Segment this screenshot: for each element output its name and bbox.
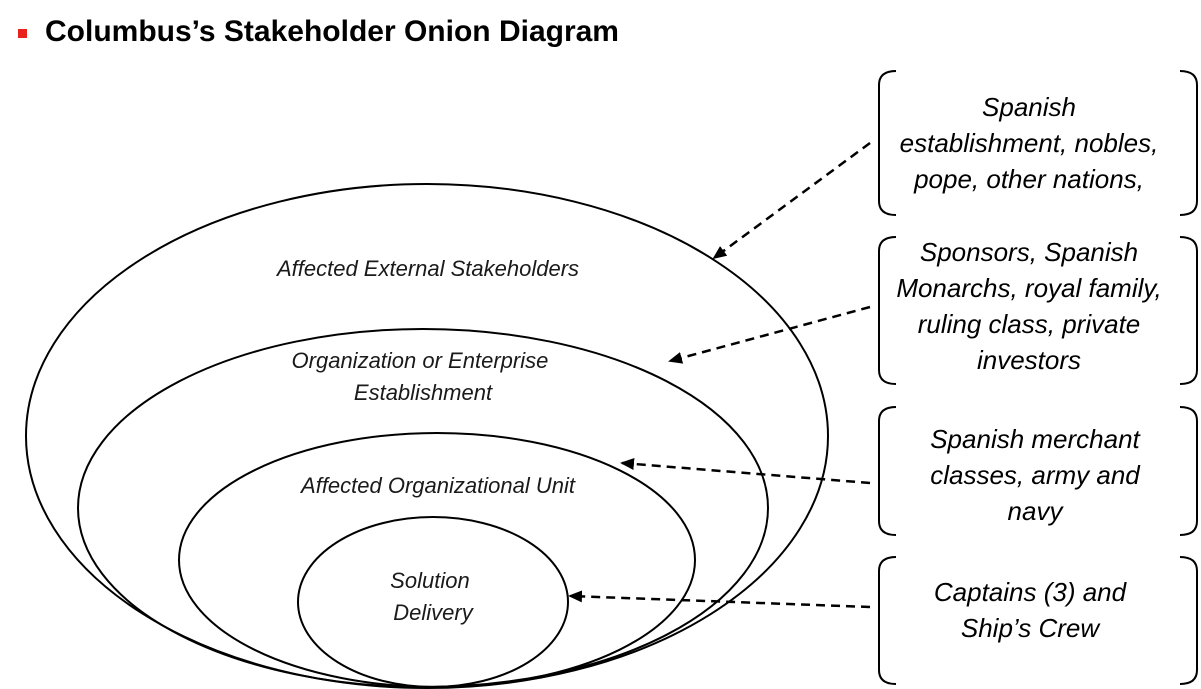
ring-label-line: Affected Organizational Unit	[299, 473, 576, 498]
arrow-box3-to-unit	[620, 457, 871, 485]
ring-solution-delivery	[297, 516, 569, 688]
title-row: Columbus’s Stakeholder Onion Diagram	[18, 12, 619, 52]
ring-label-external: Affected External Stakeholders	[275, 256, 579, 281]
arrow-box4-to-solution	[568, 590, 871, 609]
arrow-box2-to-organization	[668, 305, 871, 364]
ring-label-unit: Affected Organizational Unit	[299, 473, 576, 498]
box-text-1: Spanish establishment, nobles, pope, oth…	[899, 92, 1159, 194]
box-text-3: Spanish merchant classes, army and navy	[930, 424, 1140, 526]
box-text-4: Captains (3) and Ship’s Crew	[933, 577, 1127, 643]
ring-label-line: Establishment	[354, 380, 493, 405]
bracket-box-4	[878, 556, 1198, 685]
ring-label-line: Affected External Stakeholders	[275, 256, 579, 281]
ring-organizational-unit	[178, 432, 696, 688]
ring-label-line: Delivery	[393, 600, 474, 625]
ring-label-line: Solution	[390, 568, 470, 593]
bracket-box-1	[878, 70, 1198, 216]
bracket-box-2	[878, 236, 1198, 385]
ring-label-line: Organization or Enterprise	[292, 348, 549, 373]
box-text-2: Sponsors, Spanish Monarchs, royal family…	[896, 237, 1162, 375]
ring-external-stakeholders	[25, 183, 829, 689]
ring-label-organization: Organization or Enterprise Establishment	[292, 348, 555, 405]
bracket-box-3	[878, 406, 1198, 536]
ring-label-solution: Solution Delivery	[390, 568, 476, 625]
page-title: Columbus’s Stakeholder Onion Diagram	[45, 15, 619, 48]
square-bullet-icon	[18, 28, 27, 38]
arrow-box1-to-external	[712, 141, 871, 260]
